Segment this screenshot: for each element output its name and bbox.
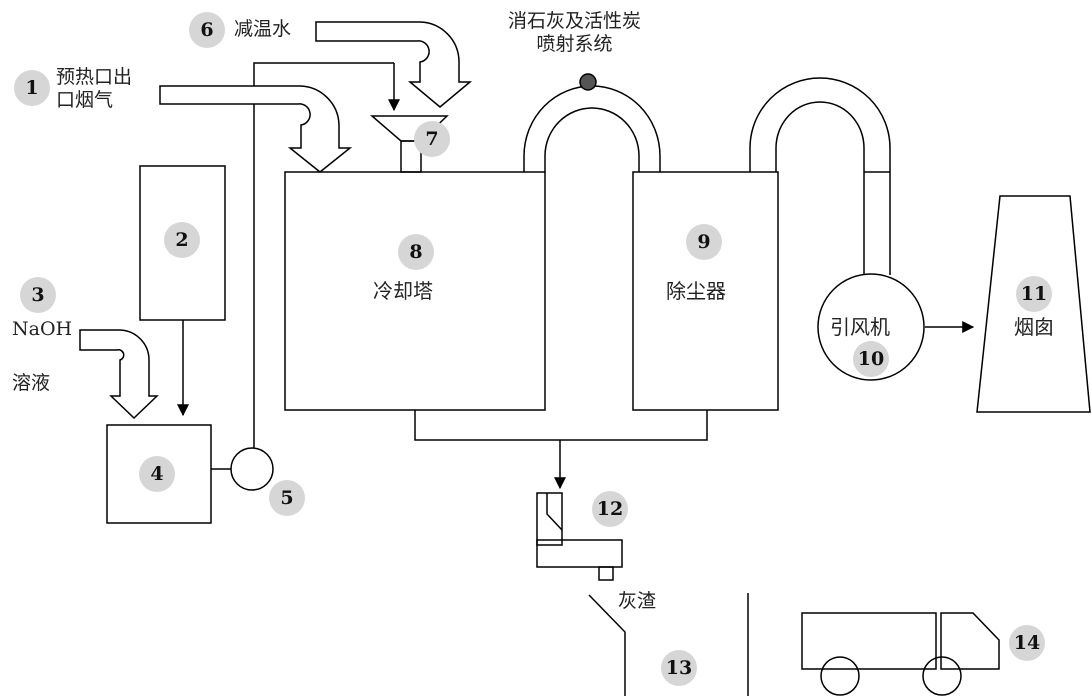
conveyor-12 (536, 492, 563, 546)
duct-arch (749, 77, 891, 275)
pump-5 (230, 447, 274, 491)
badge-4: 4 (139, 456, 175, 492)
badge-3: 3 (20, 277, 56, 313)
truck-wheel-2 (922, 656, 962, 696)
badge-12: 12 (592, 491, 628, 527)
cooling-water-label: 减温水 (234, 18, 292, 40)
flue-gas-arrow (159, 85, 353, 173)
flue-gas-label: 预热口出 口烟气 (56, 66, 133, 111)
hopper-neck (400, 140, 422, 173)
cooling-tower-label: 冷却塔 (373, 279, 433, 303)
dust-collector-label: 除尘器 (666, 279, 726, 303)
cooling-water-arrow (315, 21, 473, 108)
badge-10: 10 (853, 341, 889, 377)
badge-5: 5 (269, 480, 305, 516)
badge-14: 14 (1009, 625, 1045, 661)
naoh-label: NaOH (12, 318, 73, 340)
badge-8: 8 (398, 234, 434, 270)
naoh-arrow (79, 329, 159, 420)
badge-13: 13 (661, 650, 697, 686)
spray-nozzle (579, 73, 597, 91)
dust-collector-box (632, 171, 779, 411)
fan-circle (817, 273, 925, 381)
badge-2: 2 (164, 222, 200, 258)
truck-body (801, 612, 937, 670)
badge-9: 9 (686, 224, 722, 260)
badge-6: 6 (189, 12, 225, 48)
ash-label: 灰渣 (618, 590, 657, 612)
badge-1: 1 (14, 70, 50, 106)
solution-label: 溶液 (12, 372, 51, 394)
badge-11: 11 (1016, 276, 1052, 312)
chimney-label: 烟囱 (1014, 315, 1054, 339)
fan-label: 引风机 (830, 315, 890, 339)
truck-cab (940, 612, 1000, 670)
ash-chute (588, 594, 626, 696)
pump-pipe (253, 62, 394, 448)
mixing-tank-4-box (106, 424, 212, 524)
truck-wheel-1 (820, 656, 860, 696)
spray-system-label: 消石灰及活性炭 喷射系统 (508, 10, 642, 55)
chimney-11 (976, 195, 1091, 413)
badge-7: 7 (414, 121, 450, 157)
